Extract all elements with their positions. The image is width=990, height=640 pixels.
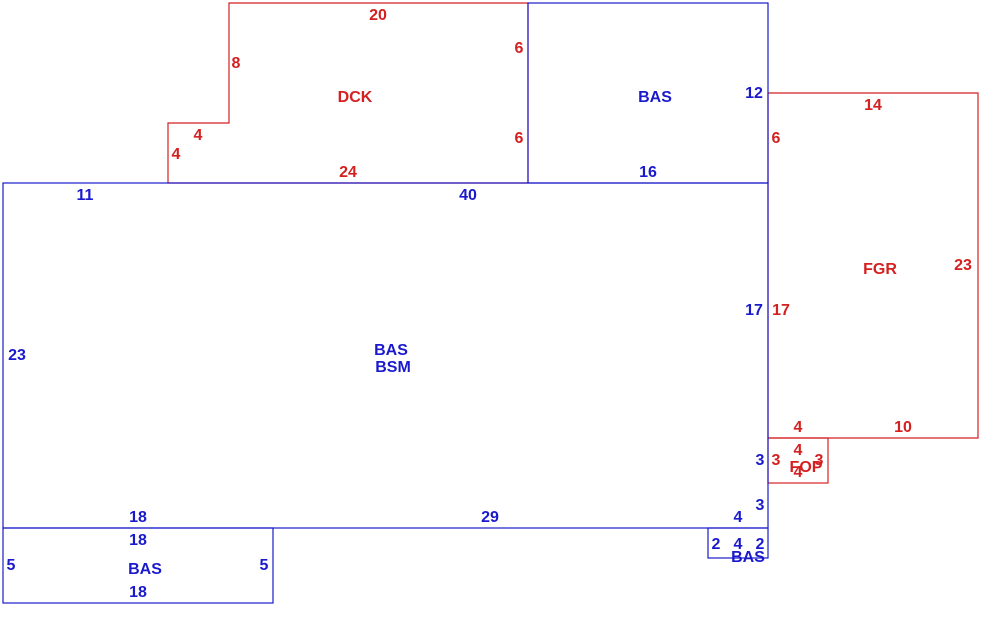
dim-label: 4 (734, 509, 743, 526)
dim-label: 5 (7, 557, 16, 574)
dim-label: 18 (129, 584, 147, 601)
dim-label: 18 (129, 532, 147, 549)
dim-label: 3 (815, 452, 824, 469)
dim-label: 3 (756, 497, 765, 514)
fop-label: FOP (790, 459, 823, 476)
fgr-label: FGR (863, 261, 897, 278)
dim-label: 6 (515, 130, 524, 147)
dim-label: 4 (794, 442, 803, 459)
dim-label: 16 (639, 164, 657, 181)
main-label-line1: BAS (374, 342, 408, 359)
bas-small-outline (707, 527, 769, 559)
dim-label: 12 (745, 85, 763, 102)
dim-label: 23 (8, 347, 26, 364)
dim-label: 4 (794, 464, 803, 481)
dim-label: 6 (772, 130, 781, 147)
dim-label: 4 (194, 127, 203, 144)
dim-label: 4 (734, 536, 743, 553)
main-bas-outline (2, 182, 769, 529)
dim-label: 3 (756, 452, 765, 469)
dim-label: 10 (894, 419, 912, 436)
dim-label: 11 (77, 187, 94, 204)
dim-label: 14 (864, 97, 882, 114)
dim-label: 8 (232, 55, 241, 72)
dim-label: 40 (459, 187, 477, 204)
dim-label: 6 (515, 40, 524, 57)
dim-label: 24 (339, 164, 357, 181)
dim-label: 2 (756, 536, 765, 553)
dim-label: 3 (772, 452, 781, 469)
main-label-line2: BSM (375, 359, 411, 376)
dck-label: DCK (338, 89, 373, 106)
bas-top-label: BAS (638, 89, 672, 106)
dim-label: 17 (745, 302, 763, 319)
bas-small-label: BAS (731, 549, 765, 566)
bas-bottom-left-label: BAS (128, 561, 162, 578)
dim-label: 4 (172, 146, 181, 163)
dim-label: 29 (481, 509, 499, 526)
dim-label: 17 (772, 302, 790, 319)
dim-label: 4 (794, 419, 803, 436)
dim-label: 5 (260, 557, 269, 574)
dim-label: 23 (954, 257, 972, 274)
dim-label: 2 (712, 536, 721, 553)
dim-label: 18 (129, 509, 147, 526)
bas-bottom-left-outline (2, 527, 274, 604)
dim-label: 20 (369, 7, 387, 24)
